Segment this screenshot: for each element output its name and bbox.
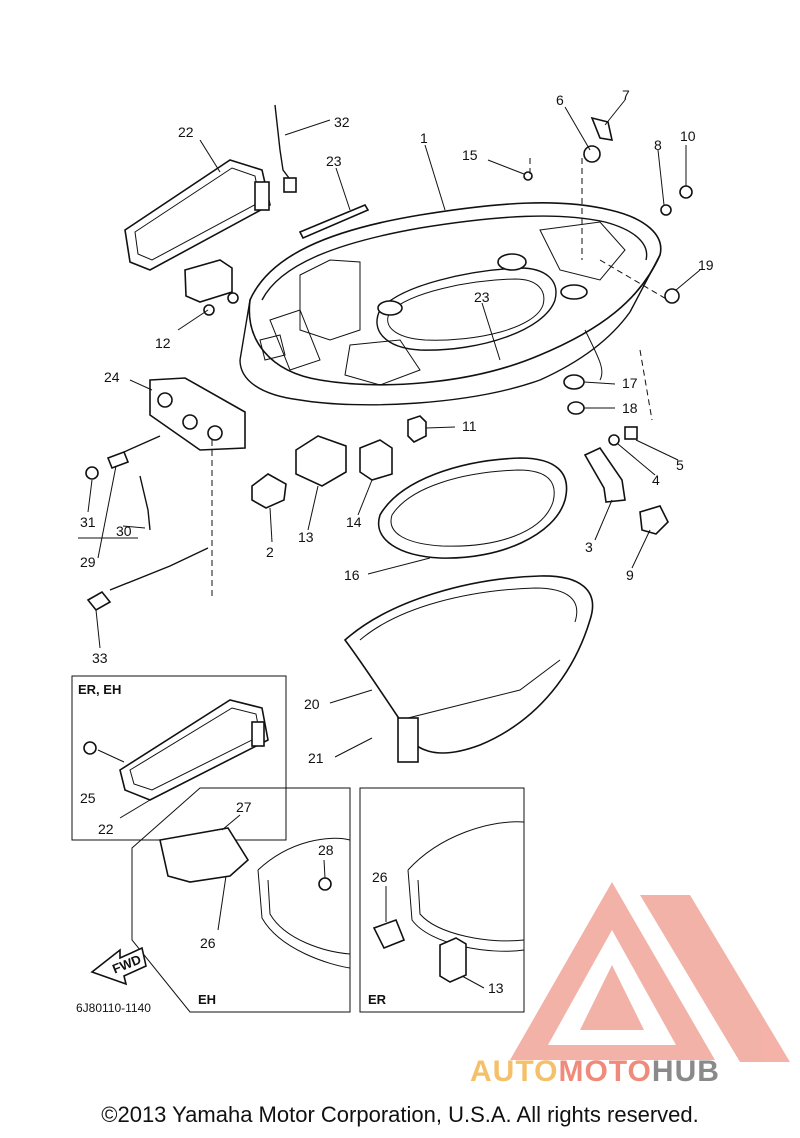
callout-23a: 23 bbox=[326, 153, 342, 169]
callout-14: 14 bbox=[346, 514, 362, 530]
callout-33: 33 bbox=[92, 650, 108, 666]
callout-3: 3 bbox=[585, 539, 593, 555]
part-6-grommet bbox=[583, 145, 601, 163]
callout-13: 13 bbox=[298, 529, 314, 545]
part-32-clip bbox=[283, 177, 297, 193]
inset-er-eh: ER, EH 25 22 bbox=[71, 675, 287, 841]
callout-6: 6 bbox=[556, 92, 564, 108]
callout-27: 27 bbox=[236, 799, 252, 815]
part-19-bolt bbox=[664, 288, 680, 304]
fwd-arrow: FWD bbox=[90, 946, 147, 986]
watermark-part1: AUTO bbox=[470, 1055, 559, 1088]
callout-12: 12 bbox=[155, 335, 171, 351]
part-7-bracket bbox=[590, 116, 614, 141]
bottom-cowling-body bbox=[239, 202, 662, 406]
part-29-33-cable bbox=[85, 435, 209, 612]
diagram-code: 6J80110-1140 bbox=[76, 1001, 151, 1015]
part-13-grommet bbox=[295, 435, 347, 487]
callout-7: 7 bbox=[622, 87, 630, 103]
part-12-bracket bbox=[184, 259, 239, 316]
part-11-bolt bbox=[407, 415, 427, 443]
copyright-notice: ©2013 Yamaha Motor Corporation, U.S.A. A… bbox=[101, 1102, 699, 1127]
callout-29: 29 bbox=[80, 554, 96, 570]
callout-15: 15 bbox=[462, 147, 478, 163]
callout-22b: 22 bbox=[98, 821, 114, 837]
callout-32: 32 bbox=[334, 114, 350, 130]
part-18-collar bbox=[567, 401, 585, 415]
watermark-logo bbox=[510, 882, 790, 1062]
part-23-strip bbox=[298, 203, 370, 240]
callout-16: 16 bbox=[344, 567, 360, 583]
part-4-washer bbox=[608, 434, 620, 446]
dashed-leaders bbox=[211, 158, 669, 600]
callout-22: 22 bbox=[178, 124, 194, 140]
callout-26a: 26 bbox=[200, 935, 216, 951]
callout-24: 24 bbox=[104, 369, 120, 385]
part-22-cover bbox=[124, 159, 271, 271]
part-5-nut bbox=[624, 426, 638, 440]
callout-5: 5 bbox=[676, 457, 684, 473]
part-24-plate bbox=[149, 377, 246, 451]
inset-eh: EH 27 28 26 bbox=[131, 787, 351, 1013]
callout-25: 25 bbox=[80, 790, 96, 806]
callout-21: 21 bbox=[308, 750, 324, 766]
callout-numbers: 1 2 3 4 5 6 7 8 9 10 11 12 13 14 15 16 1… bbox=[80, 87, 714, 766]
callout-9: 9 bbox=[626, 567, 634, 583]
callout-11: 11 bbox=[462, 418, 477, 434]
watermark-text: AUTOMOTOHUB bbox=[470, 1055, 720, 1089]
watermark-part3: HUB bbox=[651, 1055, 720, 1088]
part-15-screw bbox=[523, 171, 533, 181]
part-9-cap bbox=[639, 505, 669, 535]
callout-1: 1 bbox=[420, 130, 428, 146]
callout-20: 20 bbox=[304, 696, 320, 712]
callout-30: 30 bbox=[116, 523, 132, 539]
part-32-wire bbox=[274, 104, 293, 183]
callout-26b: 26 bbox=[372, 869, 388, 885]
callout-13b: 13 bbox=[488, 980, 504, 996]
inset-er-eh-label: ER, EH bbox=[78, 682, 121, 697]
part-3-bracket bbox=[583, 446, 626, 503]
inset-er: ER 26 13 bbox=[359, 787, 525, 1013]
callout-23b: 23 bbox=[474, 289, 490, 305]
callout-10: 10 bbox=[680, 128, 696, 144]
part-16-seal bbox=[377, 457, 568, 559]
part-8-screw bbox=[660, 204, 672, 216]
part-2-grommet bbox=[251, 473, 287, 509]
inset-er-label: ER bbox=[368, 992, 387, 1007]
inset-eh-label: EH bbox=[198, 992, 216, 1007]
callout-31: 31 bbox=[80, 514, 96, 530]
part-17-grommet bbox=[563, 374, 585, 390]
callout-17: 17 bbox=[622, 375, 638, 391]
callout-2: 2 bbox=[266, 544, 274, 560]
callout-4: 4 bbox=[652, 472, 660, 488]
part-20-pan bbox=[343, 575, 594, 763]
callout-leaders bbox=[78, 99, 701, 758]
callout-28: 28 bbox=[318, 842, 334, 858]
callout-18: 18 bbox=[622, 400, 638, 416]
callout-19: 19 bbox=[698, 257, 714, 273]
watermark-part2: MOTO bbox=[558, 1055, 652, 1088]
part-14-clip bbox=[359, 439, 393, 481]
part-10-nut bbox=[679, 185, 693, 199]
callout-8: 8 bbox=[654, 137, 662, 153]
